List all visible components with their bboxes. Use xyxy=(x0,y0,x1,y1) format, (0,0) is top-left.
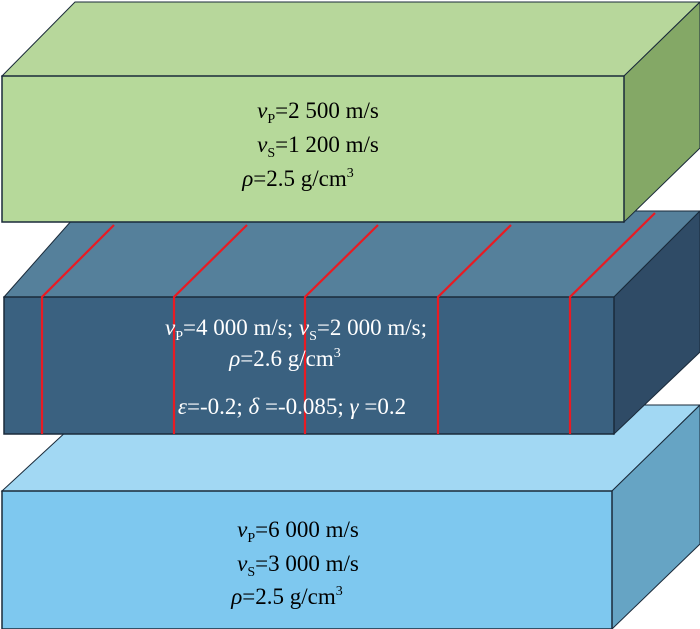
delta-value: =-0.085; xyxy=(259,394,349,419)
top-layer-block xyxy=(0,1,700,224)
middle-rho-value: =2.6 g/cm xyxy=(240,346,334,371)
middle-vs-symbol: v xyxy=(299,315,310,340)
top-vp-value: =2 500 m/s xyxy=(275,98,379,123)
top-layer-front-face xyxy=(1,75,625,223)
middle-layer-block xyxy=(2,210,700,436)
fracture-line xyxy=(303,224,379,434)
middle-rho-symbol: ρ xyxy=(228,346,240,371)
middle-layer-labels: vP=4 000 m/s; vS=2 000 m/s; ρ=2.6 g/cm3 … xyxy=(165,315,427,419)
bottom-vp-symbol: v xyxy=(237,517,248,542)
epsilon-value: =-0.2; xyxy=(187,394,249,419)
bottom-rho-value: =2.5 g/cm xyxy=(242,584,336,609)
fracture-lines xyxy=(40,212,656,434)
middle-vs-value: =2 000 m/s; xyxy=(317,315,427,340)
fracture-line xyxy=(568,212,656,434)
middle-vs-subscript: S xyxy=(309,329,317,344)
bottom-rho-superscript: 3 xyxy=(336,584,343,599)
fracture-line xyxy=(40,224,115,434)
middle-anisotropy-label: ε=-0.2; δ =-0.085; γ =0.2 xyxy=(178,394,406,419)
middle-layer-front-face xyxy=(3,296,615,435)
bottom-vs-value: =3 000 m/s xyxy=(255,551,359,576)
epsilon-symbol: ε xyxy=(178,394,188,419)
bottom-rho-symbol: ρ xyxy=(230,584,242,609)
top-vp-symbol: v xyxy=(257,98,268,123)
middle-layer-top-face xyxy=(2,210,700,298)
top-vs-subscript: S xyxy=(267,146,275,161)
fracture-line xyxy=(436,224,512,434)
top-vs-label: vS=1 200 m/s xyxy=(257,132,379,161)
top-layer-top-face xyxy=(0,1,700,77)
top-layer-labels: vP=2 500 m/s vS=1 200 m/s ρ=2.5 g/cm3 xyxy=(241,98,379,191)
top-rho-value: =2.5 g/cm xyxy=(253,166,347,191)
top-vp-subscript: P xyxy=(267,112,275,127)
bottom-vs-symbol: v xyxy=(237,551,248,576)
top-rho-label: ρ=2.5 g/cm3 xyxy=(241,166,354,191)
gamma-symbol: γ xyxy=(350,394,360,419)
top-rho-superscript: 3 xyxy=(347,166,354,181)
top-vp-label: vP=2 500 m/s xyxy=(257,98,379,127)
middle-vp-subscript: P xyxy=(175,329,183,344)
bottom-vs-subscript: S xyxy=(247,565,255,580)
bottom-vs-label: vS=3 000 m/s xyxy=(237,551,359,580)
middle-vp-value: =4 000 m/s; xyxy=(183,315,299,340)
bottom-layer-front-face xyxy=(1,490,613,629)
bottom-vp-subscript: P xyxy=(247,531,255,546)
delta-symbol: δ xyxy=(249,394,260,419)
bottom-layer-labels: vP=6 000 m/s vS=3 000 m/s ρ=2.5 g/cm3 xyxy=(230,517,359,609)
top-vs-symbol: v xyxy=(257,132,268,157)
bottom-rho-label: ρ=2.5 g/cm3 xyxy=(230,584,343,609)
top-vs-value: =1 200 m/s xyxy=(275,132,379,157)
top-rho-symbol: ρ xyxy=(241,166,253,191)
middle-velocity-label: vP=4 000 m/s; vS=2 000 m/s; xyxy=(165,315,427,344)
bottom-vp-label: vP=6 000 m/s xyxy=(237,517,359,546)
bottom-vp-value: =6 000 m/s xyxy=(255,517,359,542)
middle-rho-label: ρ=2.6 g/cm3 xyxy=(228,346,341,371)
gamma-value: =0.2 xyxy=(359,394,406,419)
middle-rho-superscript: 3 xyxy=(334,346,341,361)
middle-vp-symbol: v xyxy=(165,315,176,340)
fracture-line xyxy=(172,224,248,434)
